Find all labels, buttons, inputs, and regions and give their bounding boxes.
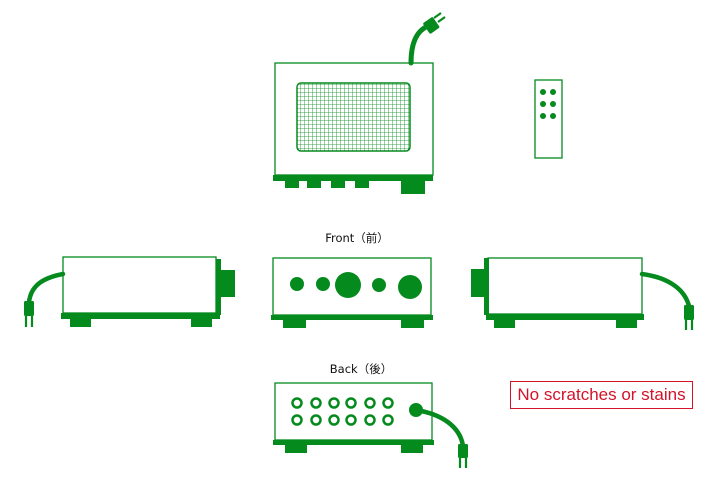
top-view-amplifier-icon (273, 12, 446, 194)
back-view-label: Back（後） (330, 362, 392, 376)
condition-note: No scratches or stains (510, 381, 693, 409)
left-side-view-amplifier-icon (24, 256, 235, 327)
front-view-label: Front（前） (325, 231, 389, 245)
back-view-amplifier-icon (273, 382, 468, 468)
remote-control-icon (534, 79, 563, 159)
right-side-view-amplifier-icon (471, 257, 694, 330)
front-view-amplifier-icon (271, 257, 433, 328)
